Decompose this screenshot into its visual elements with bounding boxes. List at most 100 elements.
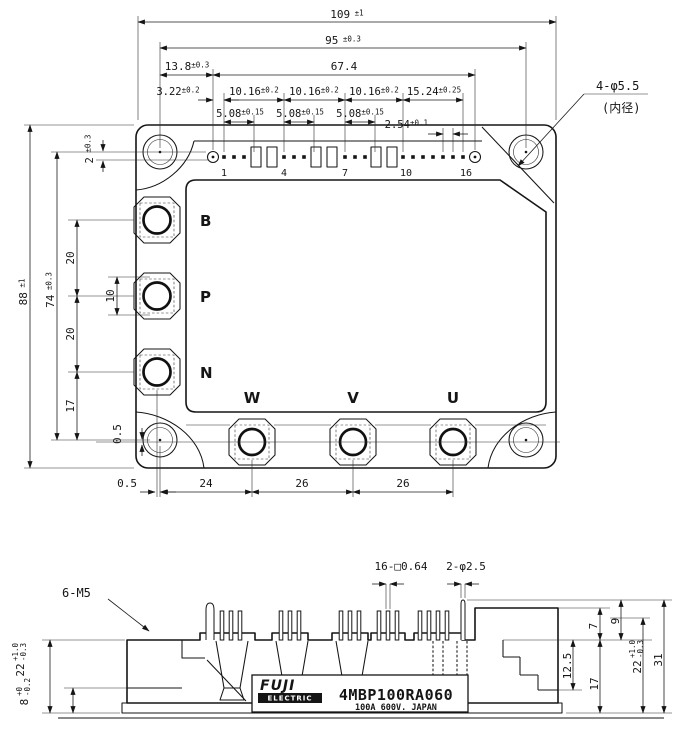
svg-text:+0: +0 [15,686,24,696]
pin-number-10: 10 [400,168,412,179]
dim-15-24: 15.24±0.25 [407,86,461,99]
svg-text:+1.0: +1.0 [11,642,20,661]
dim-8-left: 8 +0 -0.2 [15,678,32,705]
dim-17-side: 17 [588,677,601,690]
dim-13-8: 13.8±0.3 [165,60,210,73]
terminal-b [133,196,181,244]
svg-text:20: 20 [64,251,77,264]
terminal-n [133,348,181,396]
svg-text:17: 17 [64,399,77,412]
dim-9: 9 [609,618,622,625]
extension-lines-side-view [42,584,672,714]
module-lid [185,179,547,413]
terminal-p [133,272,181,320]
round-pin-right [460,599,466,640]
svg-text:22: 22 [14,663,27,676]
terminal-label-v: V [347,389,359,407]
svg-text:+1.0: +1.0 [628,639,637,658]
side-left-ear-detail [127,640,247,702]
rating-text: 100A 600V. JAPAN [355,703,437,713]
hole-note-inner-dia: (内径) [602,101,640,115]
dim-26-a: 26 [295,477,308,490]
dim-20-a: 20 [64,251,77,264]
part-number: 4MBP100RA060 [339,686,453,704]
dim-2: 2 ±0.3 [84,135,97,164]
svg-text:22: 22 [631,660,644,673]
dim-3-22: 3.22±0.2 [156,86,199,99]
svg-text:74 ±0.3: 74 ±0.3 [44,272,57,308]
brand-logo-sub: ELECTRIC [267,695,312,703]
control-pin-row: 1 4 7 10 16 [206,146,482,179]
dim-hole-span-v: 74 ±0.3 [44,272,57,308]
terminal-label-b: B [200,212,211,230]
side-body-outline [126,607,559,704]
dim-overall-width: 109 ±1 [330,8,363,21]
svg-text:0.5: 0.5 [111,424,124,444]
dim-10: 10 [104,289,117,302]
brand-logo-text: FUJI [260,678,295,694]
dim-5-08-c: 5.08±0.15 [336,108,384,121]
dimension-lines-top-view [27,19,648,495]
dim-20-b: 20 [64,327,77,340]
dim-22-left: 22 +1.0 -0.3 [11,642,28,676]
terminal-label-n: N [200,364,213,382]
dim-0-5-left: 0.5 [111,424,124,444]
dim-7: 7 [587,623,600,630]
pin-dots [222,155,465,159]
svg-text:31: 31 [652,653,665,666]
terminal-label-u: U [447,389,459,407]
dim-2-54: 2.54±0.1 [385,119,428,132]
dim-0-5-bottom: 0.5 [117,477,137,490]
svg-text:-0.3: -0.3 [19,643,28,661]
svg-text:10: 10 [104,289,117,302]
dim-67-4: 67.4 [331,60,358,73]
svg-text:12.5: 12.5 [561,653,574,680]
side-view-pins [205,599,466,641]
top-view: 1 4 7 10 16 B P N [17,8,648,497]
pin-number-4: 4 [281,168,287,179]
extension-lines-top-view [24,16,560,497]
terminal-label-w: W [244,389,261,407]
hole-note-size: 4-φ5.5 [596,79,639,93]
dim-5-08-a: 5.08±0.15 [216,108,264,121]
dim-10-16-c: 10.16±0.2 [349,86,399,99]
side-right-steps [502,640,558,691]
pin-number-1: 1 [221,168,227,179]
svg-text:2 ±0.3: 2 ±0.3 [84,135,97,164]
dim-5-08-b: 5.08±0.15 [276,108,324,121]
note-6-m5: 6-M5 [62,586,91,600]
dimension-lines-side-view [47,581,667,714]
svg-text:9: 9 [609,618,622,625]
dim-10-16-b: 10.16±0.2 [289,86,339,99]
dim-31: 31 [652,653,665,666]
dim-overall-height: 88 ±1 [17,279,30,306]
pin-number-7: 7 [342,168,348,179]
round-pin-left [205,602,215,640]
dim-24: 24 [199,477,213,490]
square-pins [219,610,450,641]
svg-text:88 ±1: 88 ±1 [17,279,30,306]
side-view: FUJI ELECTRIC 4MBP100RA060 100A 600V. JA… [11,560,672,719]
note-2-round-pins: 2-φ2.5 [446,560,486,573]
svg-text:7: 7 [587,623,600,630]
module-body-outline [135,124,557,469]
svg-text:8: 8 [18,699,31,706]
dim-22-right: 22 +1.0 -0.3 [628,639,645,673]
brand-logo-bar [258,693,322,703]
dim-hole-span-h: 95 ±0.3 [325,34,361,47]
pin-slots [250,146,398,168]
dim-17-left: 17 [64,399,77,412]
pin-number-16: 16 [460,168,472,179]
nameplate: FUJI ELECTRIC 4MBP100RA060 100A 600V. JA… [251,674,469,713]
svg-text:20: 20 [64,327,77,340]
dim-26-b: 26 [396,477,409,490]
svg-text:17: 17 [588,677,601,690]
note-16-square-pins: 16-□0.64 [375,560,428,573]
dim-10-16-a: 10.16±0.2 [229,86,279,99]
mounting-hole-bottom-right [508,422,544,458]
terminal-label-p: P [200,288,211,306]
svg-text:-0.3: -0.3 [636,640,645,658]
svg-text:-0.2: -0.2 [23,678,32,696]
